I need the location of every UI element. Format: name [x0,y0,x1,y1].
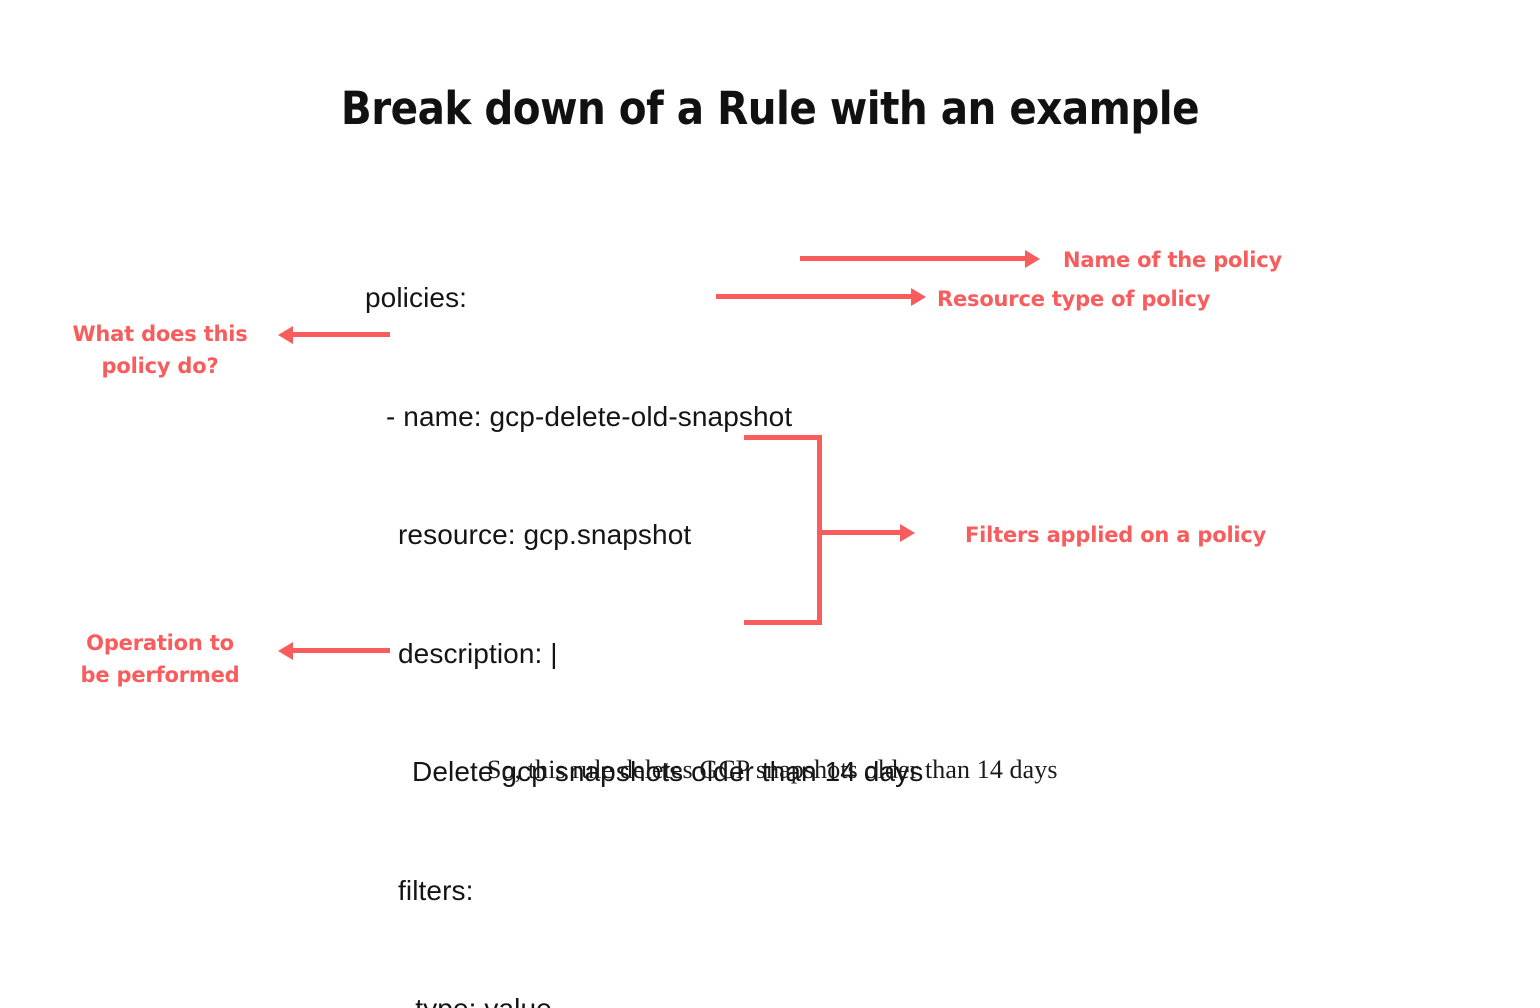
yaml-line: resource: gcp.snapshot [398,519,692,550]
yaml-line: filters: [398,874,474,906]
yaml-line: - type: value [365,989,923,1008]
arrow-right-name-of-policy [800,247,1040,269]
bracket-top-stub [744,435,822,440]
arrow-right-filters-applied [818,521,915,543]
filters-bracket [744,435,822,625]
summary-caption: So, this rule deletes GCP snapshots olde… [487,755,1058,784]
page-title: Break down of a Rule with an example [340,82,1200,135]
annotation-operation-to-be-performed: Operation to be performed [80,631,240,687]
yaml-code-block: policies: - name: gcp-delete-old-snapsho… [365,199,923,1008]
annotation-filters-applied-on-a-policy: Filters applied on a policy [965,523,1267,547]
bracket-bottom-stub [744,620,822,625]
annotation-resource-type-of-policy: Resource type of policy [937,287,1211,311]
arrow-left-operation-to-be-performed [278,639,390,661]
annotation-name-of-policy: Name of the policy [1063,248,1282,272]
annotation-what-does-this-policy-do: What does this policy do? [72,322,248,378]
arrow-left-what-does-policy-do [278,323,390,345]
yaml-line: description: | [398,637,558,669]
yaml-line: policies: [365,282,468,313]
arrow-right-resource-type [716,285,926,307]
yaml-line: - name: gcp-delete-old-snapshot [386,400,793,432]
yaml-line: Delete gcp snapshots older than 14 days [412,756,924,787]
